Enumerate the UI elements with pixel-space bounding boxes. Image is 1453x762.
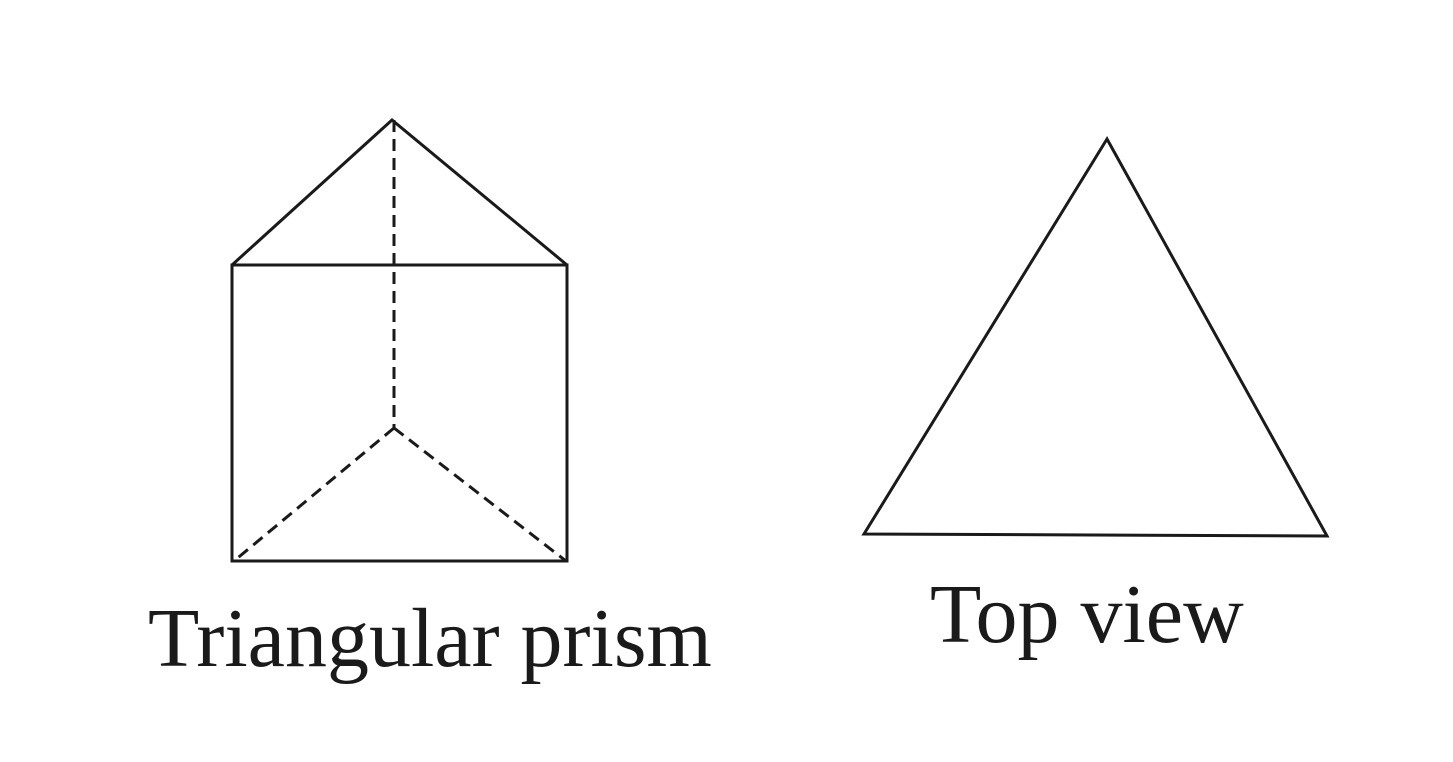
- prism-hidden-edges: [233, 120, 567, 563]
- triangular-prism-label: Triangular prism: [148, 592, 712, 685]
- top-view-triangle: [861, 136, 1330, 538]
- triangular-prism-drawing: [230, 118, 569, 563]
- hidden-right-base-edge: [393, 426, 567, 563]
- top-view-label: Top view: [930, 568, 1244, 661]
- prism-front-face: [230, 263, 569, 563]
- prism-top-edges: [230, 118, 568, 267]
- hidden-left-base-edge: [233, 426, 395, 563]
